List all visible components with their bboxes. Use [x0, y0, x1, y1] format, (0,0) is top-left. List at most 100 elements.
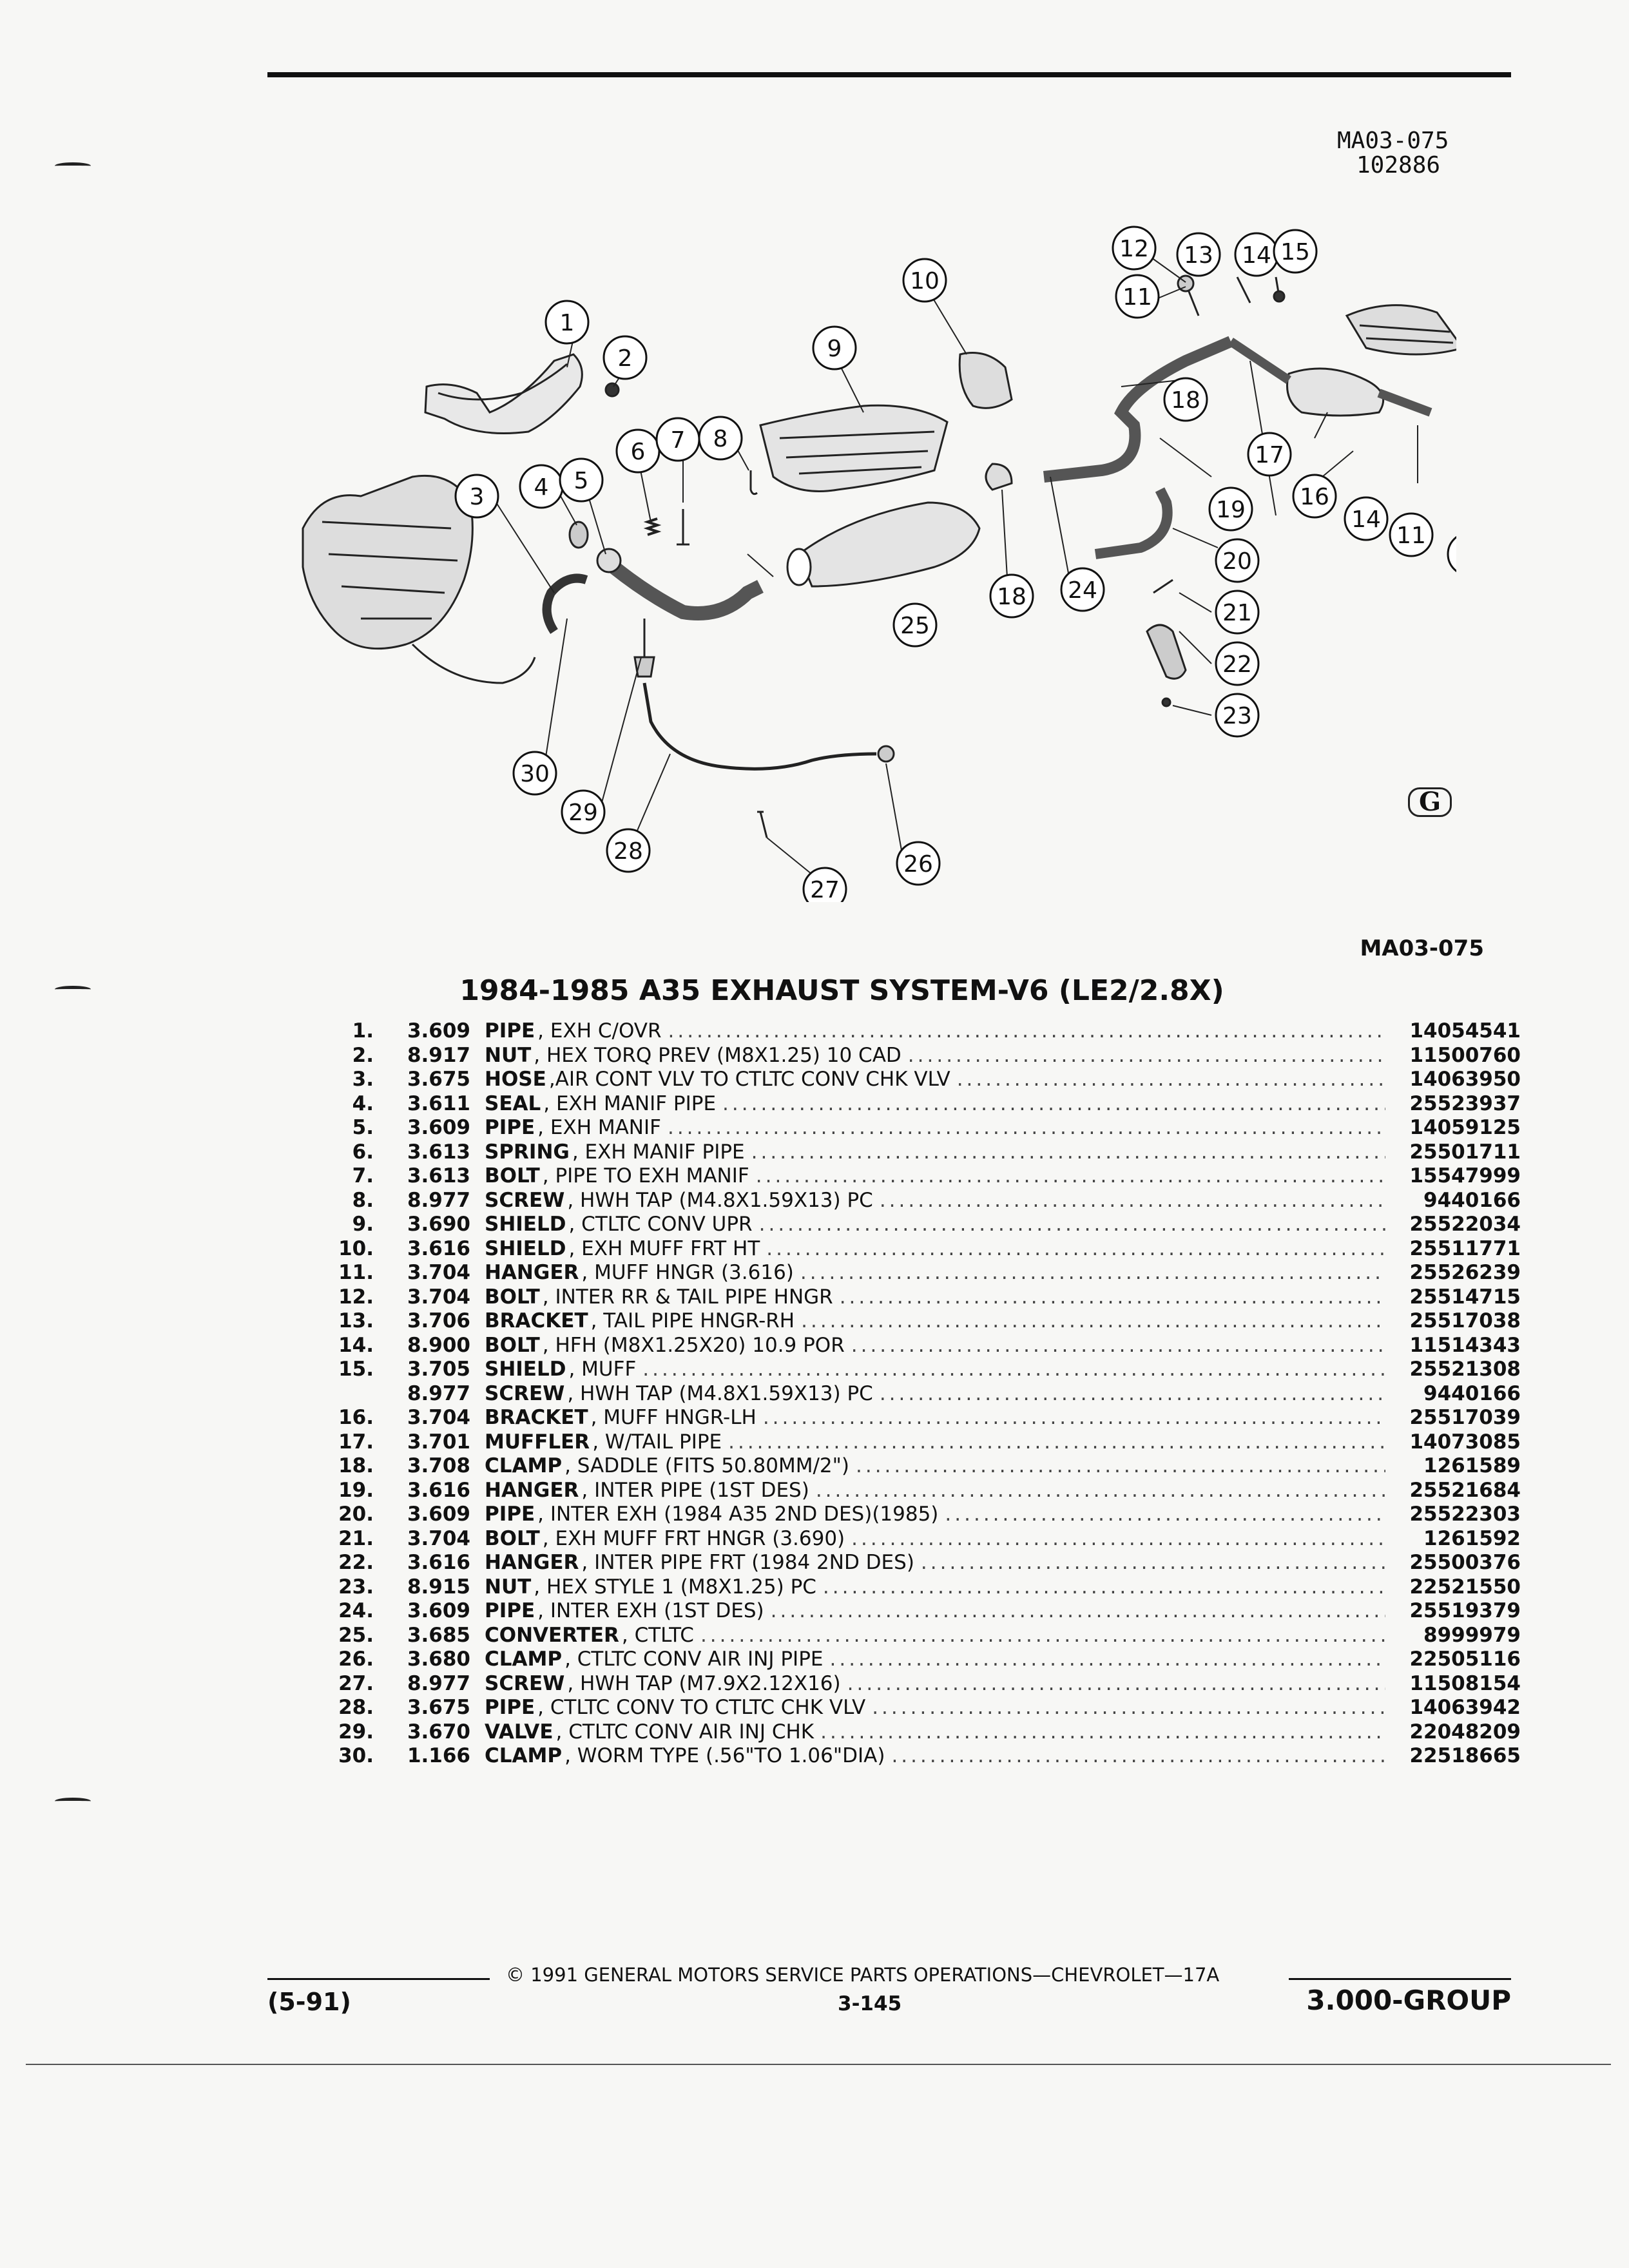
part-number: 25522303 — [1409, 1503, 1521, 1526]
leader-dots — [833, 1285, 1385, 1310]
part-name: BOLT — [485, 1285, 540, 1309]
part-item-number: 28. — [338, 1696, 374, 1719]
callout-circle — [1215, 693, 1260, 738]
callout-label: 7 — [671, 427, 686, 454]
part-name: HANGER — [485, 1478, 579, 1502]
part-item-number: 7. — [352, 1164, 374, 1187]
part-number: 25500376 — [1409, 1551, 1521, 1574]
part-item-number: 10. — [338, 1236, 374, 1260]
part-detail: , CTLTC CONV AIR INJ PIPE — [564, 1648, 824, 1671]
diagram-parts-artwork — [302, 274, 1456, 838]
part-number: 25511771 — [1409, 1236, 1521, 1260]
callout-12: 12 — [1112, 226, 1157, 271]
callout-6: 6 — [615, 428, 660, 474]
leader-dots — [865, 1696, 1385, 1720]
part-description: SPRING, EXH MANIF PIPE — [485, 1140, 1385, 1165]
part-detail: , INTER EXH (1ST DES) — [537, 1599, 764, 1622]
part-detail: , HWH TAP (M7.9X2.12X16) — [567, 1671, 841, 1695]
part-detail: , CTLTC CONV UPR — [568, 1213, 753, 1236]
part-name: PIPE — [485, 1696, 535, 1719]
part-item-number: 24. — [338, 1599, 374, 1622]
callout-label: 16 — [1300, 484, 1329, 510]
part-description: BOLT, INTER RR & TAIL PIPE HNGR — [485, 1285, 1385, 1310]
part-description: SHIELD, MUFF — [485, 1358, 1385, 1382]
leader-dots — [753, 1213, 1385, 1237]
part-number: 25526239 — [1409, 1261, 1521, 1284]
callout-circle — [1215, 590, 1260, 635]
footer-rule-left — [267, 1978, 490, 1980]
part-number: 25501711 — [1409, 1140, 1521, 1164]
callout-circle — [454, 474, 499, 519]
callout-circle — [1163, 377, 1208, 422]
part-number: 22521550 — [1409, 1575, 1521, 1599]
callout-label: 27 — [810, 877, 840, 902]
callout-label: 24 — [1068, 577, 1097, 604]
part-group-number: 3.701 — [407, 1430, 470, 1454]
part-number: 11508154 — [1409, 1671, 1521, 1695]
leader-dots — [841, 1672, 1385, 1696]
part-detail: , HWH TAP (M4.8X1.59X13) PC — [567, 1381, 873, 1405]
part-item-number: 26. — [338, 1648, 374, 1671]
part-group-number: 8.977 — [407, 1671, 470, 1695]
part-name: BOLT — [485, 1333, 540, 1357]
part-description: SEAL, EXH MANIF PIPE — [485, 1092, 1385, 1117]
part-item-number: 17. — [338, 1430, 374, 1454]
part-detail: , CTLTC CONV AIR INJ CHK — [555, 1720, 815, 1744]
page-number: 3-145 — [838, 1992, 902, 2015]
part-number: 14063942 — [1409, 1696, 1521, 1719]
part-name: PIPE — [485, 1503, 535, 1526]
callout-label: 15 — [1280, 239, 1310, 265]
leader-dots — [845, 1334, 1385, 1358]
part-number: 22518665 — [1409, 1744, 1521, 1767]
part-name: SHIELD — [485, 1358, 566, 1381]
part-name: SPRING — [485, 1140, 570, 1164]
part-item-number: 12. — [338, 1285, 374, 1309]
callout-circle — [812, 325, 857, 370]
part-name: SCREW — [485, 1188, 565, 1212]
part-number: 14073085 — [1409, 1430, 1521, 1454]
callout-label: 2 — [618, 345, 633, 372]
part-number: 9440166 — [1423, 1188, 1521, 1212]
part-detail: , INTER RR & TAIL PIPE HNGR — [542, 1285, 833, 1309]
leader-dots — [760, 1237, 1385, 1262]
part-group-number: 3.704 — [407, 1285, 470, 1309]
leader-dots — [661, 1116, 1385, 1140]
part-description: SHIELD, EXH MUFF FRT HT — [485, 1237, 1385, 1262]
part-item-number: 30. — [338, 1744, 374, 1767]
part-description: HANGER, MUFF HNGR (3.616) — [485, 1261, 1385, 1285]
diagram-id-code: MA03-075 — [1337, 128, 1449, 154]
part-description: HANGER, INTER PIPE FRT (1984 2ND DES) — [485, 1551, 1385, 1575]
callout-12: 12 — [1447, 535, 1456, 573]
part-item-number: 2. — [352, 1043, 374, 1067]
part-group-number: 3.680 — [407, 1648, 470, 1671]
part-name: BRACKET — [485, 1309, 588, 1332]
leader-lines — [496, 254, 1418, 880]
callout-5: 5 — [559, 457, 604, 503]
leader-dots — [885, 1744, 1385, 1769]
callout-circle — [1115, 274, 1160, 319]
callout-circle — [698, 416, 743, 461]
part-description: SCREW, HWH TAP (M4.8X1.59X13) PC — [485, 1189, 1385, 1213]
part-description: CONVERTER, CTLTC — [485, 1624, 1385, 1648]
part-name: CONVERTER — [485, 1623, 619, 1647]
part-number: 25522034 — [1409, 1213, 1521, 1236]
part-name: BOLT — [485, 1164, 540, 1187]
part-group-number: 3.609 — [407, 1116, 470, 1139]
part-group-number: 3.616 — [407, 1551, 470, 1574]
part-item-number: 8. — [352, 1188, 374, 1212]
part-name: CLAMP — [485, 1744, 563, 1767]
part-detail: , CTLTC CONV TO CTLTC CHK VLV — [537, 1696, 866, 1719]
callout-8: 8 — [698, 416, 743, 461]
leader-dots — [749, 1164, 1385, 1189]
part-detail: , INTER PIPE (1ST DES) — [581, 1478, 809, 1502]
callout-circle — [545, 300, 590, 345]
part-name: NUT — [485, 1575, 532, 1599]
callout-label: 17 — [1255, 442, 1284, 468]
